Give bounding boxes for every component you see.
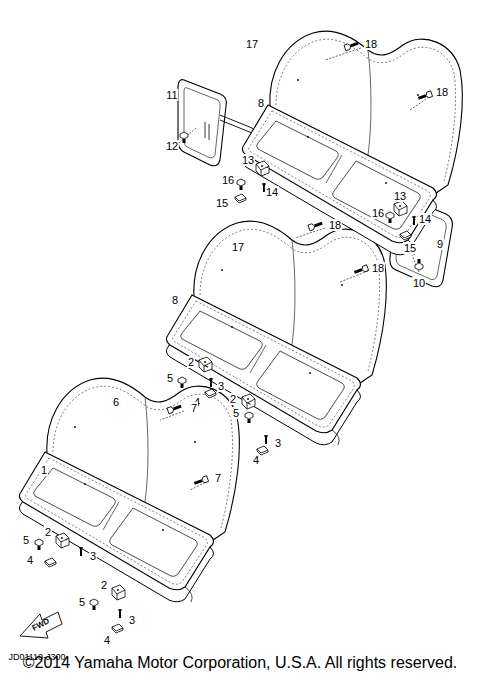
- callout-number: 16: [221, 174, 235, 186]
- callout-number: 17: [231, 241, 245, 253]
- callout-number: 10: [412, 277, 426, 289]
- seat-assembly: [166, 221, 386, 445]
- callout-number: 8: [257, 97, 265, 109]
- callout-number: 15: [215, 197, 229, 209]
- callout-number: 12: [165, 140, 179, 152]
- callout-number: 15: [403, 242, 417, 254]
- callout-number: 14: [418, 213, 432, 225]
- callout-number: 3: [217, 380, 225, 392]
- callout-number: 18: [328, 219, 342, 231]
- forward-arrow: [20, 612, 62, 638]
- callout-number: 4: [252, 454, 260, 466]
- callout-number: 3: [274, 437, 282, 449]
- callout-number: 7: [190, 402, 198, 414]
- callout-number: 13: [241, 154, 255, 166]
- callout-number: 6: [112, 396, 120, 408]
- callout-number: 7: [214, 472, 222, 484]
- callout-number: 9: [436, 238, 444, 250]
- callout-number: 18: [435, 86, 449, 98]
- bolt-hardware: [35, 40, 433, 633]
- callout-number: 8: [171, 294, 179, 306]
- callout-number: 3: [89, 550, 97, 562]
- callout-number: 16: [371, 207, 385, 219]
- armrest-rail: [178, 80, 254, 166]
- callout-number: 13: [393, 190, 407, 202]
- callout-number: 2: [44, 526, 52, 538]
- seat-assembly: [242, 31, 462, 255]
- callout-number: 18: [364, 38, 378, 50]
- callout-number: 4: [26, 554, 34, 566]
- callout-number: 5: [166, 372, 174, 384]
- callout-number: 5: [232, 407, 240, 419]
- callout-number: 14: [265, 186, 279, 198]
- callout-number: 2: [100, 579, 108, 591]
- callout-number: 17: [245, 38, 259, 50]
- callout-number: 2: [229, 393, 237, 405]
- callout-number: 2: [187, 356, 195, 368]
- callout-number: 5: [78, 596, 86, 608]
- callout-number: 5: [22, 534, 30, 546]
- seat-assembly: [19, 378, 239, 602]
- copyright-caption: ©2014 Yamaha Motor Corporation, U.S.A. A…: [0, 654, 480, 672]
- callout-number: 1: [40, 464, 48, 476]
- leader-lines: [160, 48, 432, 490]
- callout-number: 18: [371, 262, 385, 274]
- callout-number: 3: [128, 614, 136, 626]
- callout-number: 11: [165, 89, 178, 101]
- callout-number: 4: [103, 634, 111, 646]
